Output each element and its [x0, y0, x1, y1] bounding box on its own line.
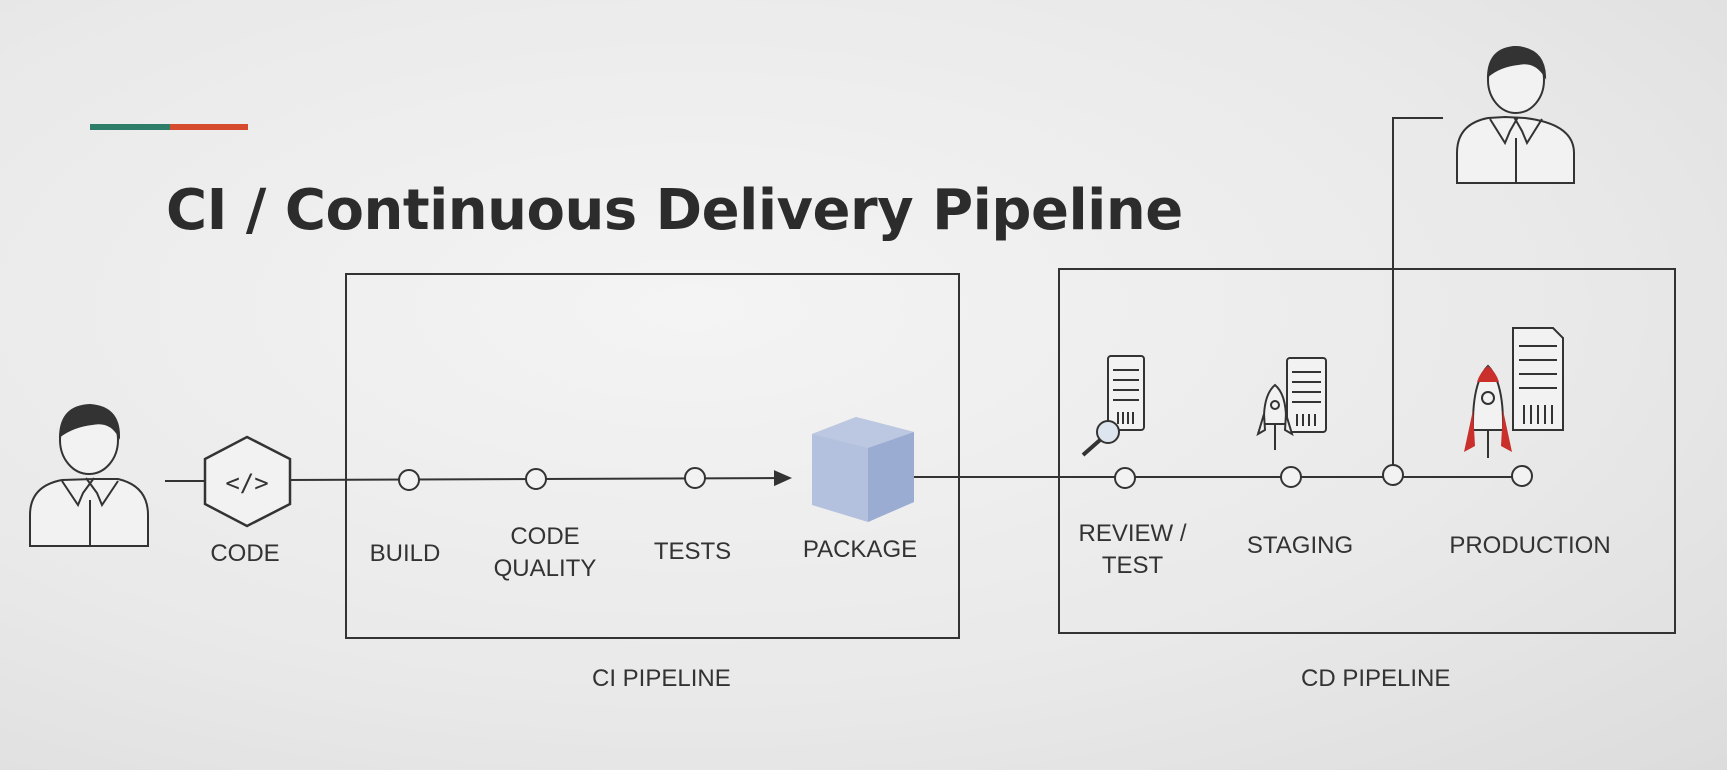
stage-label-code-quality-line1: CODE [510, 523, 580, 550]
code-quality-node [525, 468, 547, 490]
stage-label-package: PACKAGE [802, 536, 918, 563]
user-icon [29, 403, 149, 547]
server-rocket-icon [1256, 357, 1327, 450]
stage-label-tests: TESTS [653, 538, 732, 565]
review-test-node [1114, 467, 1136, 489]
rocket-icon [1464, 327, 1564, 458]
svg-text:</>: </> [225, 469, 268, 497]
production-node [1511, 465, 1533, 487]
stage-label-staging: STAGING [1246, 532, 1354, 559]
user-icon [1456, 45, 1575, 184]
accent-bar-red [170, 124, 248, 130]
code-hexagon-icon: </> [203, 435, 292, 528]
page-title: CI / Continuous Delivery Pipeline [166, 178, 1183, 243]
stage-label-review-test: REVIEW / TEST [1070, 518, 1195, 582]
accent-bar-green [90, 124, 170, 130]
ci-pipeline-box [345, 273, 960, 639]
stage-label-production: PRODUCTION [1449, 532, 1611, 559]
deploy-junction-node [1382, 464, 1404, 486]
stage-label-code: CODE [210, 540, 280, 567]
server-magnifier-icon [1081, 355, 1145, 457]
stage-label-review-test-line1: REVIEW / [1078, 520, 1187, 547]
stage-label-code-quality: CODE QUALITY [490, 521, 600, 585]
tests-node [684, 467, 706, 489]
stage-label-build: BUILD [369, 540, 441, 567]
cd-pipeline-caption: CD PIPELINE [1301, 665, 1451, 692]
ci-pipeline-caption: CI PIPELINE [592, 665, 731, 692]
stage-label-code-quality-line2: QUALITY [493, 555, 597, 582]
package-cube-icon [812, 417, 914, 522]
stage-label-review-test-line2: TEST [1101, 552, 1164, 579]
cd-pipeline-box [1058, 268, 1676, 634]
build-node [398, 469, 420, 491]
staging-node [1280, 466, 1302, 488]
